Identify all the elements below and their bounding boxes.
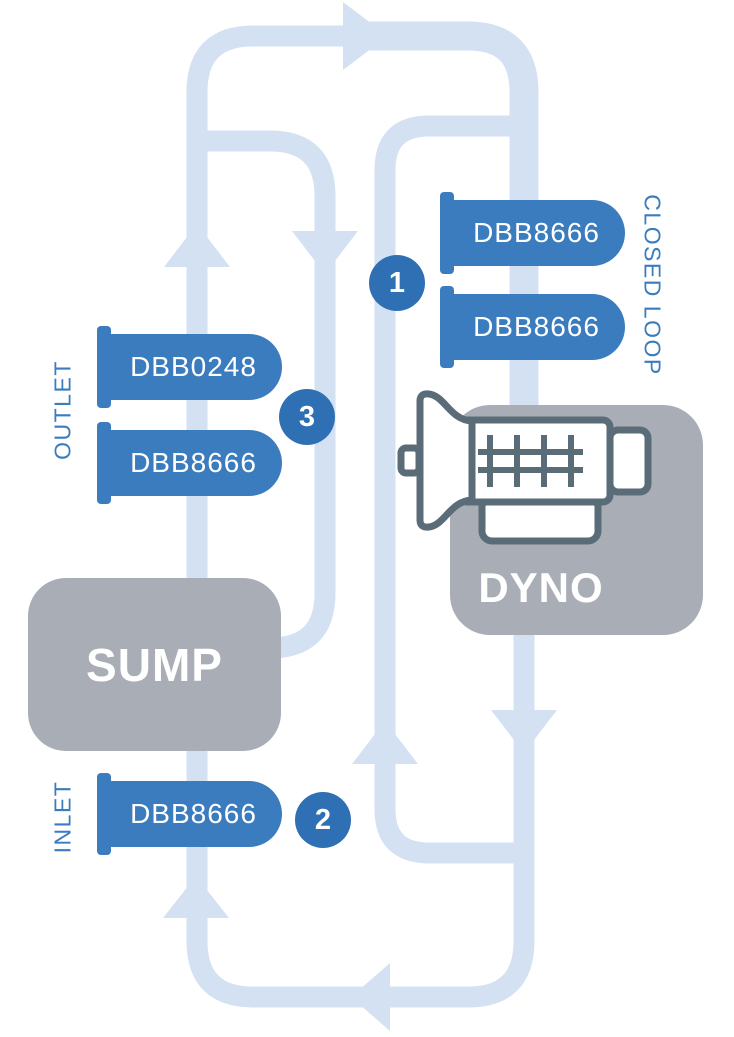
connector-tag: DBB8666	[97, 773, 282, 855]
inlet-label: INLET	[49, 780, 76, 854]
sump-return-pipe	[197, 130, 336, 659]
flow-arrow-down-icon	[292, 231, 358, 274]
flow-arrow-up-icon	[163, 876, 229, 918]
marker-1-badge: 1	[369, 255, 425, 311]
connector-tag-label: DBB0248	[105, 334, 282, 400]
flow-arrow-up-icon	[164, 224, 230, 267]
connector-tag: DBB8666	[440, 286, 625, 368]
connector-tag-label: DBB8666	[105, 781, 282, 847]
outlet-label: OUTLET	[49, 360, 76, 460]
connector-tag-label: DBB8666	[448, 294, 625, 360]
connector-tag: DBB8666	[97, 422, 282, 504]
sump-label: SUMP	[86, 638, 223, 691]
marker-3-badge: 3	[279, 389, 335, 445]
connector-tag-label: DBB8666	[448, 200, 625, 266]
closed-loop-pipe	[374, 115, 524, 864]
flow-arrow-up-icon	[352, 721, 418, 764]
sump-box: SUMP	[28, 578, 281, 751]
supply-pipe	[356, 21, 539, 600]
connector-tag-label: DBB8666	[105, 430, 282, 496]
dyno-label: DYNO	[478, 564, 604, 611]
closed-loop-label: CLOSED LOOP	[639, 194, 666, 376]
flow-arrow-down-icon	[491, 710, 557, 753]
flow-arrow-right-icon	[343, 2, 388, 70]
transmission-icon	[397, 390, 652, 545]
marker-2-badge: 2	[295, 792, 351, 848]
flow-arrow-left-icon	[351, 963, 390, 1031]
connector-tag: DBB8666	[440, 192, 625, 274]
connector-tag: DBB0248	[97, 326, 282, 408]
